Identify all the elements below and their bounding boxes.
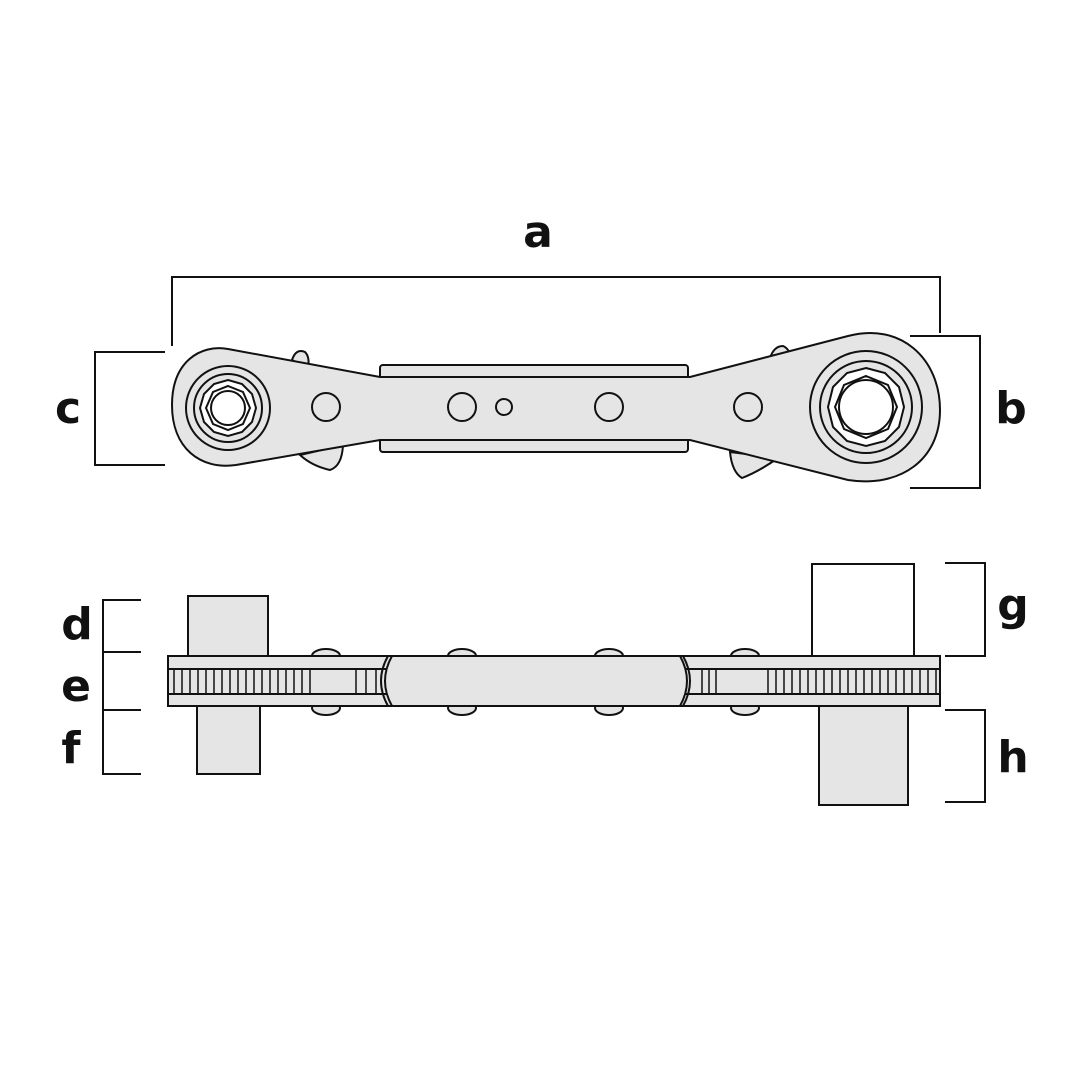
dim-a-bracket [171, 276, 941, 346]
left-socket-bore [210, 390, 246, 426]
top-view [170, 331, 942, 483]
dimension-labels: a b c d e f g h [55, 207, 1029, 783]
dim-g-bracket [945, 562, 986, 657]
left-drive-bottom [196, 705, 261, 775]
label-h: h [997, 732, 1028, 783]
label-e: e [61, 661, 91, 712]
label-c: c [55, 383, 81, 434]
left-head-outer-ring [185, 365, 271, 451]
dim-c-bracket [94, 351, 165, 466]
label-a: a [523, 207, 553, 258]
left-head-inner-ring [193, 373, 263, 443]
right-ratchet-teeth [701, 670, 937, 693]
left-ratchet-teeth [173, 670, 377, 693]
side-view [167, 563, 941, 806]
rivet-1 [311, 392, 341, 422]
right-drive-top [811, 563, 915, 657]
label-g: g [997, 580, 1029, 631]
label-b: b [995, 383, 1027, 434]
right-socket-8pt [833, 374, 899, 440]
dim-e-bracket [102, 652, 141, 711]
label-d: d [61, 599, 93, 650]
label-f: f [61, 723, 81, 774]
dim-h-bracket [945, 709, 986, 803]
rivet-small [495, 398, 513, 416]
wrench-body [170, 331, 942, 483]
rivet-4 [733, 392, 763, 422]
right-head-inner-ring [819, 360, 913, 454]
dimension-lines [94, 276, 986, 803]
side-center-sleeve [384, 655, 688, 707]
left-pawl-bottom [297, 443, 345, 472]
rivet-3 [594, 392, 624, 422]
left-drive-top [187, 595, 269, 657]
rivet-2 [447, 392, 477, 422]
sleeve-left-edge [380, 655, 389, 707]
dim-f-bracket [102, 710, 141, 775]
sleeve-right-edge [682, 655, 691, 707]
left-socket-8pt [204, 384, 252, 432]
right-drive-bottom [818, 705, 909, 806]
right-head-outer-ring [809, 350, 923, 464]
dim-b-bracket [910, 335, 981, 489]
right-socket-bore [838, 379, 894, 435]
dim-d-bracket [102, 599, 141, 653]
